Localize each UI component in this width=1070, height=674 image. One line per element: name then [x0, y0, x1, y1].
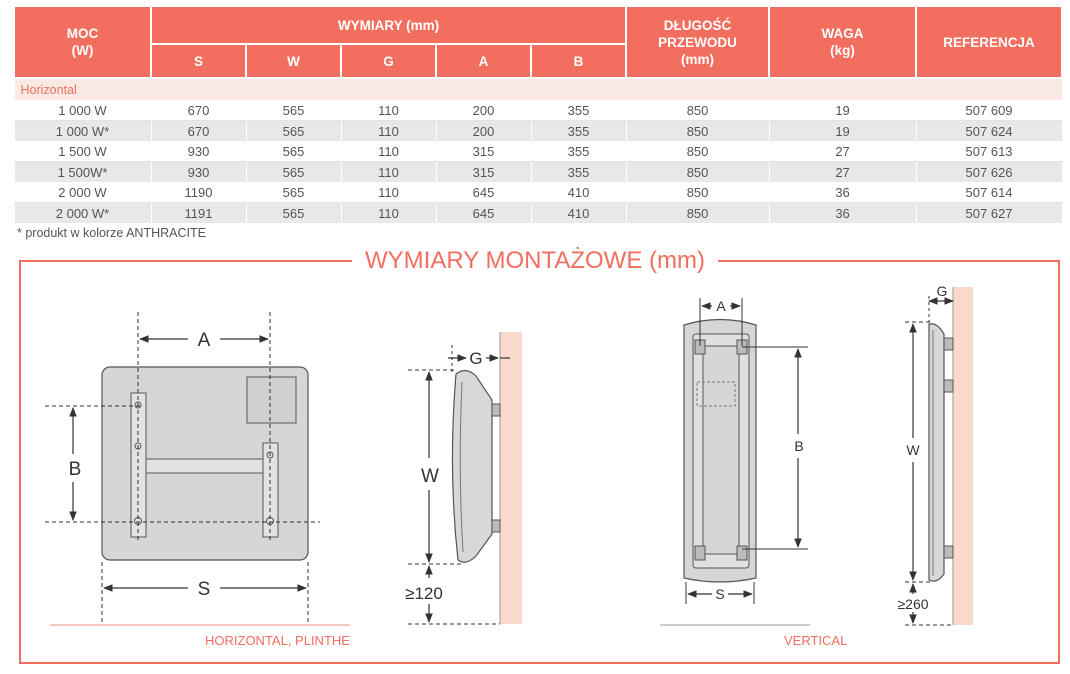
cell-ref: 507 624 — [915, 120, 1063, 141]
cell-b: 410 — [530, 202, 627, 223]
cell-b: 355 — [530, 161, 627, 182]
table-row: 1 500 W 930 565 110 315 355 850 27 507 6… — [13, 141, 1063, 162]
footnote: * produkt w kolorze ANTHRACITE — [17, 226, 206, 240]
cell-g: 110 — [340, 161, 437, 182]
cell-w: 565 — [245, 141, 342, 162]
cell-weight: 36 — [768, 182, 917, 203]
cell-power: 1 500W* — [13, 161, 152, 182]
dim-label-floor-v: ≥260 — [897, 596, 928, 612]
caption-vertical: VERTICAL — [784, 633, 848, 648]
cell-w: 565 — [245, 182, 342, 203]
cell-s: 1191 — [150, 202, 247, 223]
vertical-front-view: A B S — [660, 298, 810, 626]
cell-ref: 507 614 — [915, 182, 1063, 203]
cell-cable: 850 — [625, 202, 770, 223]
cell-a: 315 — [435, 161, 532, 182]
cell-w: 565 — [245, 202, 342, 223]
vertical-side-view: G W ≥260 — [897, 283, 973, 626]
cell-b: 355 — [530, 141, 627, 162]
cell-g: 110 — [340, 100, 437, 121]
header-power: MOC(W) — [13, 5, 152, 79]
cell-s: 670 — [150, 100, 247, 121]
cell-cable: 850 — [625, 161, 770, 182]
cell-g: 110 — [340, 202, 437, 223]
header-b: B — [529, 43, 628, 79]
table-row: 2 000 W 1190 565 110 645 410 850 36 507 … — [13, 182, 1063, 203]
cell-power: 1 000 W* — [13, 120, 152, 141]
header-s: S — [150, 43, 247, 79]
dim-label-w: W — [421, 466, 439, 487]
header-w: W — [245, 43, 342, 79]
cell-power: 2 000 W — [13, 182, 152, 203]
cell-ref: 507 609 — [915, 100, 1063, 121]
table-row: 1 000 W* 670 565 110 200 355 850 19 507 … — [13, 120, 1063, 141]
dim-label-b-vertical: B — [794, 438, 803, 454]
cell-cable: 850 — [625, 120, 770, 141]
cell-cable: 850 — [625, 100, 770, 121]
cell-s: 1190 — [150, 182, 247, 203]
cell-a: 645 — [435, 182, 532, 203]
caption-horizontal: HORIZONTAL, PLINTHE — [205, 633, 350, 648]
dim-label-w-vertical: W — [906, 442, 920, 458]
cell-cable: 850 — [625, 182, 770, 203]
table-row: 1 000 W 670 565 110 200 355 850 19 507 6… — [13, 100, 1063, 121]
dim-label-g-vertical: G — [937, 283, 948, 299]
horizontal-front-view: A B S — [45, 312, 350, 626]
dim-label-a: A — [198, 330, 211, 351]
dim-label-b: B — [69, 459, 82, 480]
cell-w: 565 — [245, 161, 342, 182]
cell-g: 110 — [340, 120, 437, 141]
cell-s: 930 — [150, 161, 247, 182]
cell-power: 2 000 W* — [13, 202, 152, 223]
cell-a: 200 — [435, 100, 532, 121]
group-label: Horizontal — [13, 78, 1063, 100]
cell-a: 315 — [435, 141, 532, 162]
cell-power: 1 000 W — [13, 100, 152, 121]
cell-s: 670 — [150, 120, 247, 141]
cell-weight: 27 — [768, 161, 917, 182]
cell-b: 355 — [530, 120, 627, 141]
header-dimensions: WYMIARY (mm) — [149, 5, 628, 45]
cell-power: 1 500 W — [13, 141, 152, 162]
cell-ref: 507 627 — [915, 202, 1063, 223]
cell-cable: 850 — [625, 141, 770, 162]
header-weight: WAGA(kg) — [768, 5, 918, 79]
cell-g: 110 — [340, 141, 437, 162]
dim-label-g: G — [469, 349, 482, 368]
dim-label-s-vertical: S — [715, 586, 724, 602]
header-g: G — [340, 43, 437, 79]
horizontal-side-view: G W ≥120 — [405, 332, 522, 625]
cell-a: 645 — [435, 202, 532, 223]
header-a: A — [435, 43, 532, 79]
cell-g: 110 — [340, 182, 437, 203]
cell-ref: 507 613 — [915, 141, 1063, 162]
dim-label-a-vertical: A — [716, 298, 726, 314]
cell-b: 410 — [530, 182, 627, 203]
table-row: 1 500W* 930 565 110 315 355 850 27 507 6… — [13, 161, 1063, 182]
cell-weight: 19 — [768, 120, 917, 141]
mounting-title: WYMIARY MONTAŻOWE (mm) — [352, 244, 718, 278]
header-reference: REFERENCJA — [915, 5, 1064, 79]
dim-label-s: S — [198, 579, 211, 600]
cell-b: 355 — [530, 100, 627, 121]
cell-ref: 507 626 — [915, 161, 1063, 182]
cell-w: 565 — [245, 100, 342, 121]
cell-s: 930 — [150, 141, 247, 162]
dim-label-floor-h: ≥120 — [405, 584, 443, 603]
cell-w: 565 — [245, 120, 342, 141]
cell-weight: 36 — [768, 202, 917, 223]
table-row: 2 000 W* 1191 565 110 645 410 850 36 507… — [13, 202, 1063, 223]
